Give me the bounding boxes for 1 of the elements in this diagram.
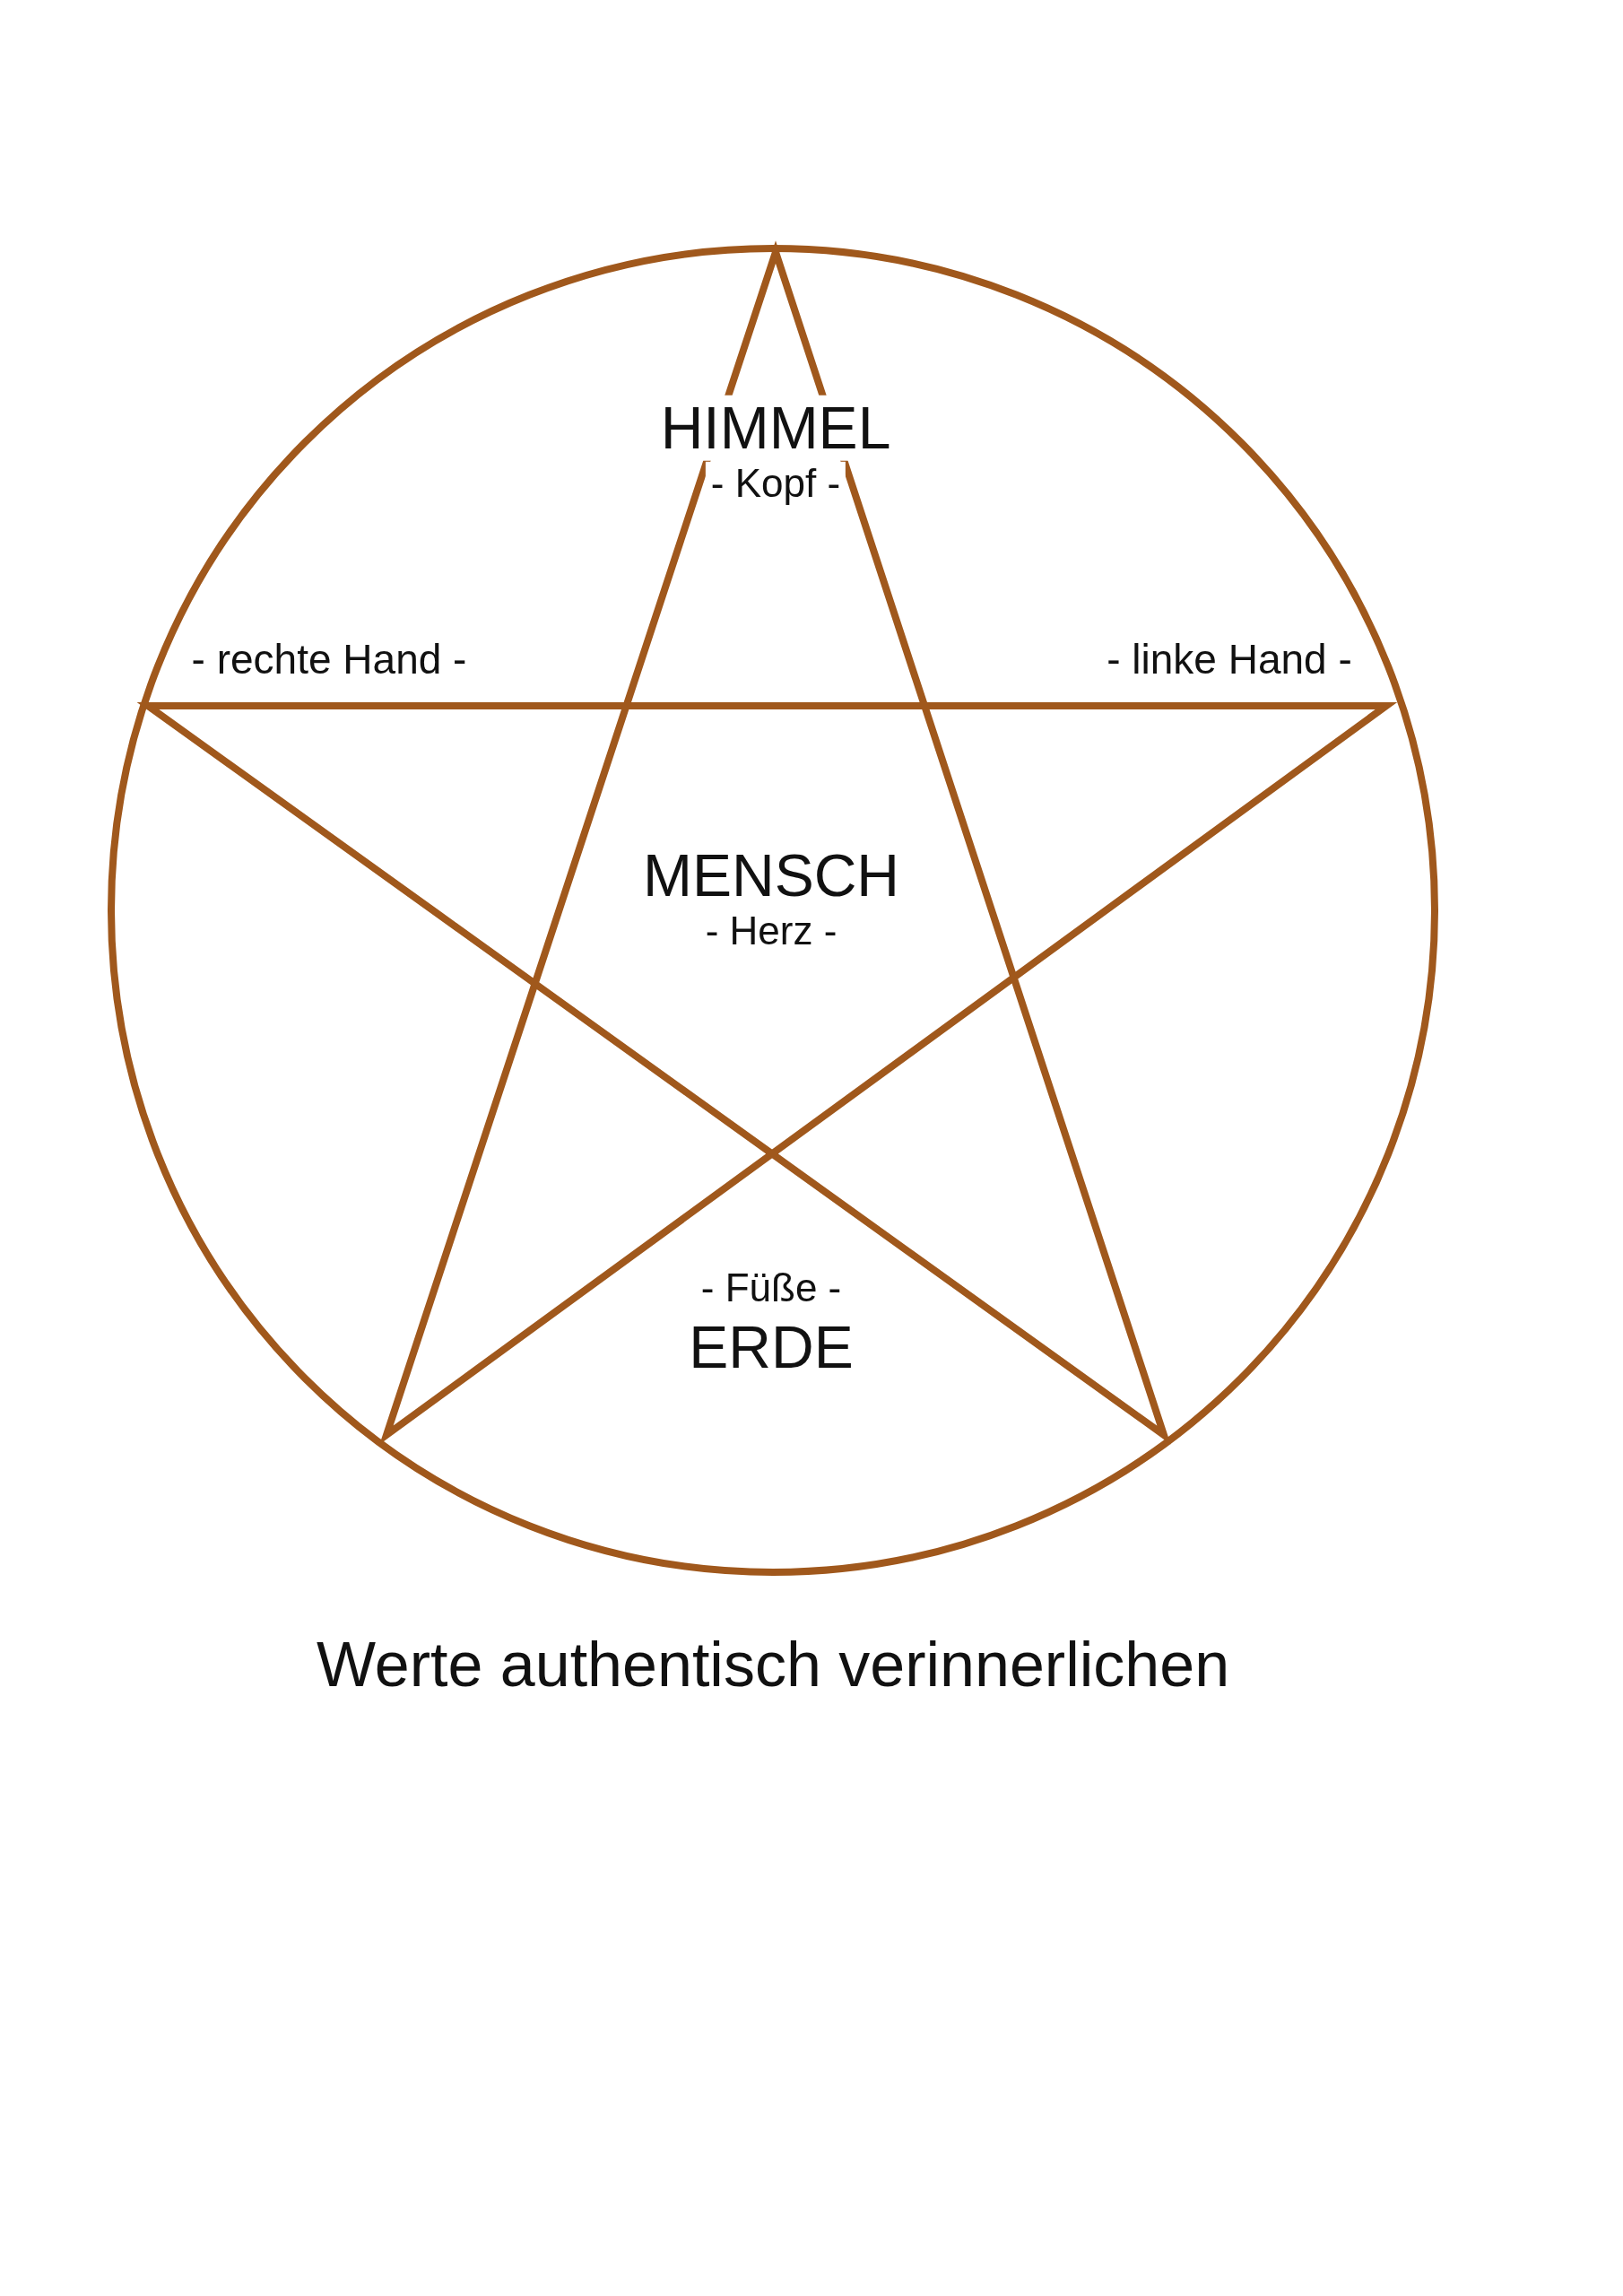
region-subtitle: - Kopf -: [705, 461, 846, 506]
